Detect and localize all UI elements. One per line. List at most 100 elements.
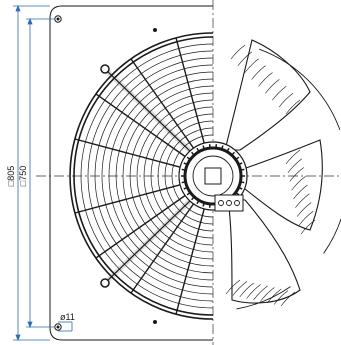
mounting-hole-bottom xyxy=(54,323,62,331)
guard-ring xyxy=(69,32,214,320)
dimension-750: □750 xyxy=(18,166,28,186)
blade-hatch xyxy=(239,282,254,298)
motor-fin xyxy=(235,191,240,196)
motor-fin xyxy=(196,199,200,205)
guard-ring xyxy=(143,106,214,246)
motor-fin xyxy=(202,202,206,207)
blade-hatch xyxy=(237,51,253,67)
guard-ring xyxy=(80,43,214,309)
blade-hatch xyxy=(300,219,316,235)
fan-guard xyxy=(69,28,214,324)
blade-tip-arc xyxy=(259,48,341,130)
dimension-hole-11: ø11 xyxy=(60,312,75,322)
blade-hatch xyxy=(293,184,308,200)
blade-hatch xyxy=(246,284,261,299)
guard-ring xyxy=(129,92,214,260)
motor-fin xyxy=(181,168,186,171)
motor-hub xyxy=(178,141,248,212)
guard-ring xyxy=(122,85,214,267)
guard-strut xyxy=(130,58,195,149)
motor-fin xyxy=(226,147,230,153)
motor-fin xyxy=(191,151,195,156)
blade-hatch xyxy=(297,202,312,217)
dimension-lines xyxy=(13,4,73,342)
blade-hatch xyxy=(244,58,259,73)
motor-fin xyxy=(181,181,186,184)
blade-hatch xyxy=(285,149,301,165)
motor-fin xyxy=(238,186,243,190)
motor-fin xyxy=(235,156,240,161)
cable-gland xyxy=(226,200,232,206)
blade-outline xyxy=(239,139,323,231)
guard-ring xyxy=(136,99,214,253)
guard-ring xyxy=(101,64,214,288)
guard-ring xyxy=(157,120,214,232)
guard-strut xyxy=(95,93,186,158)
blade-hatch xyxy=(298,211,314,226)
terminal-box xyxy=(204,167,222,185)
guard-strut xyxy=(130,203,195,294)
blade-hatch xyxy=(287,158,303,173)
cable-gland xyxy=(234,200,240,206)
mounting-plate xyxy=(49,5,213,341)
guard-strut xyxy=(74,138,181,168)
motor-fin xyxy=(220,145,224,150)
blade-hatch xyxy=(251,65,266,80)
guard-knob xyxy=(153,320,157,324)
motor-fin xyxy=(240,181,245,184)
guard-strut xyxy=(175,37,205,144)
blade-hatch xyxy=(258,72,273,87)
guard-ring xyxy=(87,50,214,302)
blade-hatch xyxy=(232,281,248,296)
guard-ring xyxy=(164,127,214,225)
blade-hatch xyxy=(265,79,280,94)
guard-strut xyxy=(74,184,181,214)
dimension-805: □805 xyxy=(6,166,16,186)
guard-strut xyxy=(95,194,186,259)
guard-ring xyxy=(73,36,214,316)
cable-gland-box xyxy=(214,194,244,212)
blade-hatch xyxy=(260,287,275,302)
guard-ring xyxy=(171,134,214,218)
motor-fin xyxy=(191,196,195,201)
mounting-hole-top xyxy=(54,15,62,23)
guard-ring xyxy=(150,113,214,239)
blade-hatch xyxy=(272,86,287,101)
guard-ring xyxy=(115,78,214,274)
blade-hatch xyxy=(253,285,268,301)
guard-knob xyxy=(153,28,157,32)
motor-fin xyxy=(183,162,188,166)
blade-hatch xyxy=(295,193,310,208)
blade-hatch xyxy=(267,288,282,304)
blade-tip-arc xyxy=(323,217,341,254)
motor-fin xyxy=(231,151,235,156)
motor-fin xyxy=(186,191,191,196)
blade-outline xyxy=(224,39,311,151)
fan-blades xyxy=(224,39,341,310)
guard-strut xyxy=(175,208,205,315)
mounting-knob xyxy=(100,278,110,288)
blade-hatch xyxy=(278,92,294,108)
blade-hatch xyxy=(230,44,246,60)
motor-fin xyxy=(186,156,191,161)
motor-fin xyxy=(196,147,200,153)
mounting-bar-edge xyxy=(104,197,194,284)
motor-fin xyxy=(238,162,243,166)
blade-tip-arc xyxy=(236,286,291,310)
motor-inner xyxy=(192,155,234,197)
guard-ring xyxy=(94,57,214,295)
mounting-knob xyxy=(100,64,110,74)
motor-fin xyxy=(202,145,206,150)
blade-outline xyxy=(227,197,301,304)
guard-ring xyxy=(108,71,214,281)
cable-gland xyxy=(218,200,224,206)
blade-hatch xyxy=(289,167,304,182)
blade-hatch xyxy=(280,291,296,307)
motor-fin xyxy=(240,168,245,171)
mounting-bar-edge xyxy=(104,68,194,155)
blade-hatch xyxy=(273,290,289,305)
blade-hatch xyxy=(285,99,301,115)
blade-hatch xyxy=(225,279,241,295)
blade-hatch xyxy=(291,176,306,191)
